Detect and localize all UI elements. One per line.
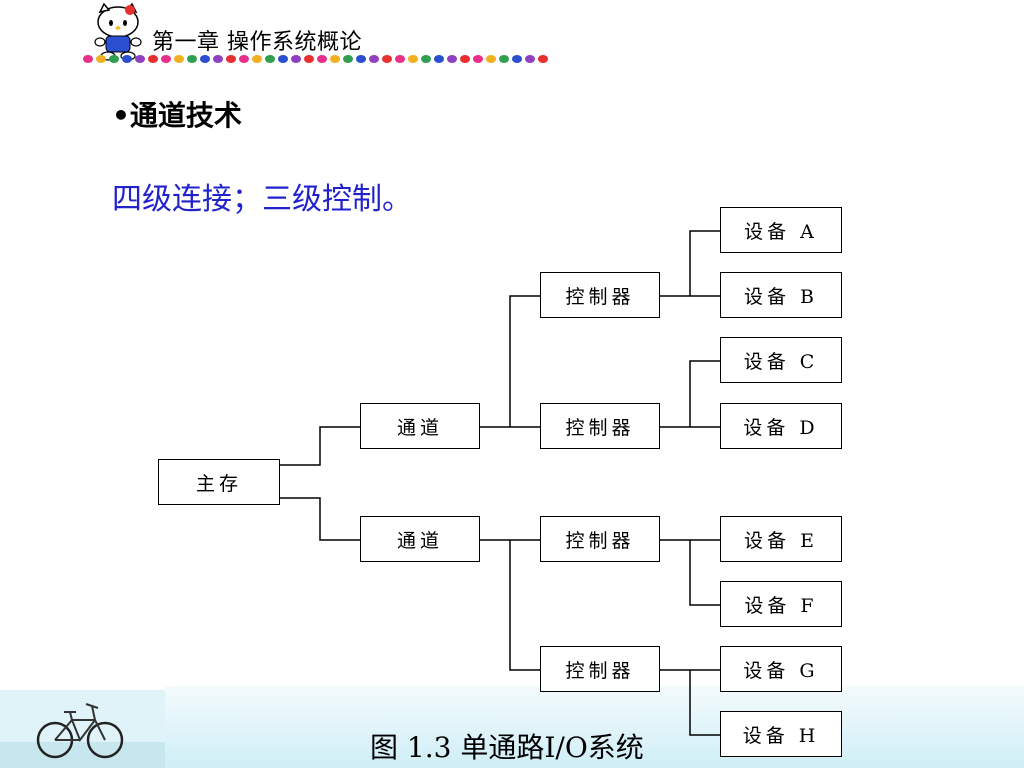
divider-dot xyxy=(213,55,223,63)
device-box-e: 设备 E xyxy=(720,516,842,562)
device-box-f: 设备 F xyxy=(720,581,842,627)
divider-dot xyxy=(161,55,171,63)
section-heading: •通道技术 xyxy=(112,99,242,132)
device-box-c: 设备 C xyxy=(720,337,842,383)
divider-dot xyxy=(473,55,483,63)
divider-dot xyxy=(486,55,496,63)
divider-dot xyxy=(278,55,288,63)
divider-dot xyxy=(382,55,392,63)
divider-dot xyxy=(265,55,275,63)
divider-dot xyxy=(421,55,431,63)
divider-dot xyxy=(434,55,444,63)
controller-box-1: 控制器 xyxy=(540,272,660,318)
divider-dot xyxy=(343,55,353,63)
divider-dot xyxy=(239,55,249,63)
controller-box-2: 控制器 xyxy=(540,403,660,449)
divider-dot xyxy=(96,55,106,63)
figure-caption: 图 1.3 单通路I/O系统 xyxy=(370,731,644,764)
divider-dot xyxy=(408,55,418,63)
divider-dot xyxy=(226,55,236,63)
divider-dot xyxy=(304,55,314,63)
divider-dot xyxy=(291,55,301,63)
divider-dot xyxy=(330,55,340,63)
divider-dot xyxy=(148,55,158,63)
device-box-b: 设备 B xyxy=(720,272,842,318)
decorative-dots-divider xyxy=(83,55,548,63)
divider-dot xyxy=(122,55,132,63)
device-box-h: 设备 H xyxy=(720,711,842,757)
channel-box-2: 通道 xyxy=(360,516,480,562)
divider-dot xyxy=(356,55,366,63)
bicycle-icon xyxy=(0,690,165,768)
divider-dot xyxy=(135,55,145,63)
divider-dot xyxy=(317,55,327,63)
divider-dot xyxy=(499,55,509,63)
controller-box-3: 控制器 xyxy=(540,516,660,562)
controller-box-4: 控制器 xyxy=(540,646,660,692)
divider-dot xyxy=(525,55,535,63)
divider-dot xyxy=(369,55,379,63)
divider-dot xyxy=(187,55,197,63)
main-memory-box: 主存 xyxy=(158,459,280,505)
device-box-g: 设备 G xyxy=(720,646,842,692)
divider-dot xyxy=(538,55,548,63)
divider-dot xyxy=(395,55,405,63)
divider-dot xyxy=(174,55,184,63)
divider-dot xyxy=(200,55,210,63)
divider-dot xyxy=(83,55,93,63)
divider-dot xyxy=(252,55,262,63)
subtitle-text: 四级连接；三级控制。 xyxy=(112,182,412,217)
chapter-title: 第一章 操作系统概论 xyxy=(152,30,362,55)
device-box-d: 设备 D xyxy=(720,403,842,449)
divider-dot xyxy=(512,55,522,63)
divider-dot xyxy=(447,55,457,63)
channel-box-1: 通道 xyxy=(360,403,480,449)
device-box-a: 设备 A xyxy=(720,207,842,253)
bottom-gradient-band xyxy=(165,686,1024,768)
divider-dot xyxy=(109,55,119,63)
divider-dot xyxy=(460,55,470,63)
